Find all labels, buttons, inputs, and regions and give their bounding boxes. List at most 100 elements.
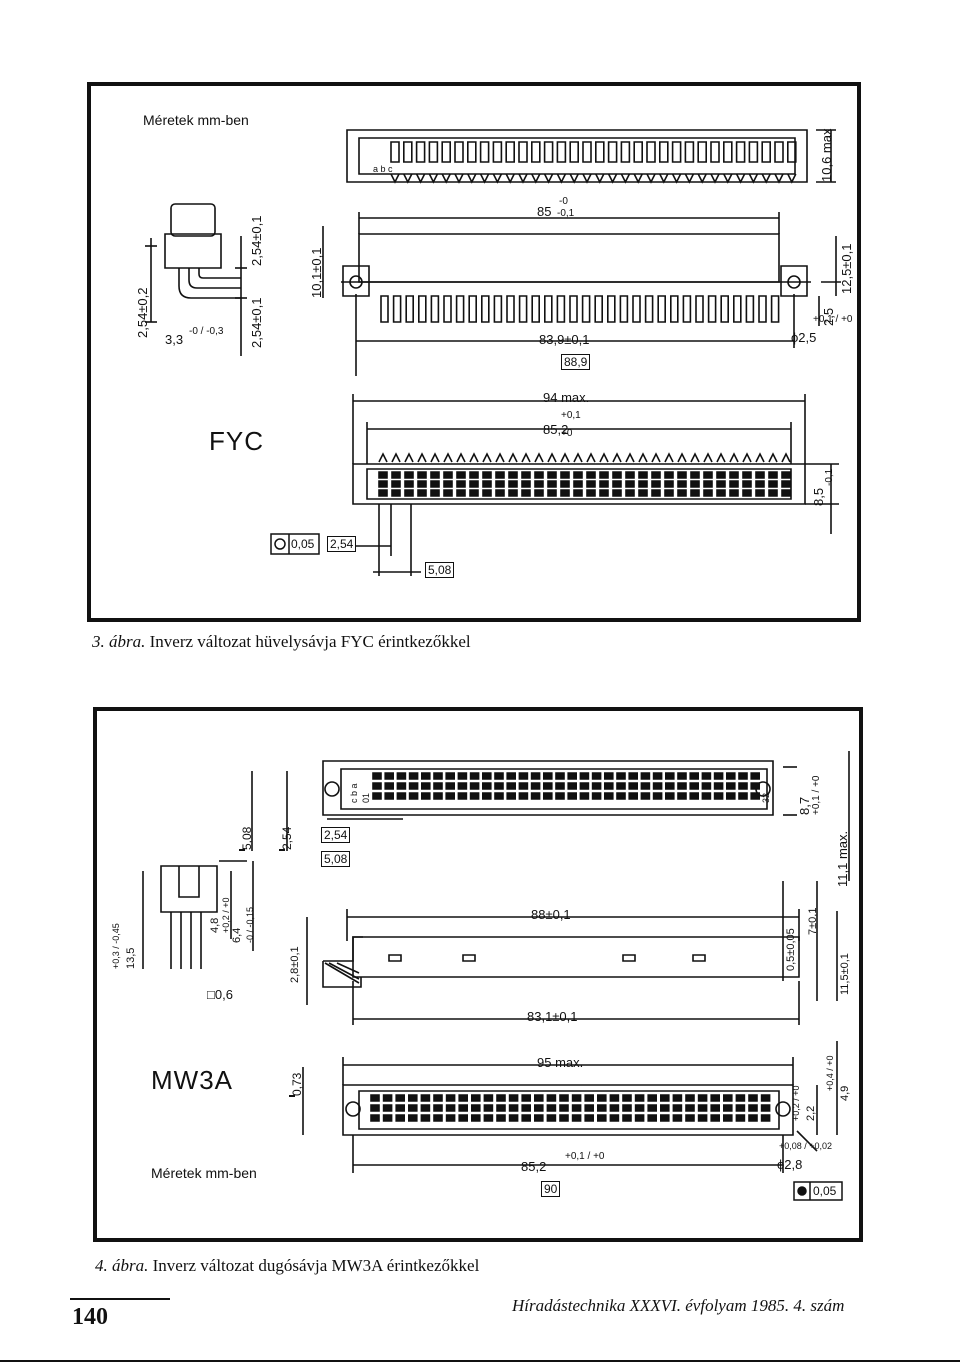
- contact-pad: [522, 1115, 530, 1121]
- contact-hole: [756, 472, 764, 478]
- contact-pad: [739, 783, 747, 789]
- contact-bump: [431, 454, 439, 462]
- contact-pad: [593, 783, 601, 789]
- contact-pad: [702, 773, 710, 779]
- bottom-rule: [0, 1360, 960, 1362]
- contact-hole: [600, 481, 608, 487]
- contact-pad: [459, 1115, 467, 1121]
- comb-tip: [417, 174, 425, 182]
- contact-pad: [535, 1115, 543, 1121]
- contact-hole: [652, 472, 660, 478]
- dim-85-tol: -0,1: [557, 208, 575, 219]
- contact-pad: [605, 773, 613, 779]
- contact-pad: [673, 1115, 681, 1121]
- contact-bump: [509, 454, 517, 462]
- comb-tooth: [634, 142, 642, 162]
- contact-pad: [739, 793, 747, 799]
- comb-tip: [570, 174, 578, 182]
- comb-tooth: [519, 142, 527, 162]
- contact-bump: [405, 454, 413, 462]
- contact-pad: [686, 1095, 694, 1101]
- contact-hole: [652, 490, 660, 496]
- contact-pad: [371, 1115, 379, 1121]
- contact-pad: [636, 1115, 644, 1121]
- contact-bump: [444, 454, 452, 462]
- mid-pin: [570, 296, 577, 322]
- contact-pad: [560, 1095, 568, 1101]
- contact-hole: [704, 472, 712, 478]
- comb-tip: [711, 174, 719, 182]
- contact-pad: [715, 773, 723, 779]
- comb-tip: [442, 174, 450, 182]
- contact-pad: [410, 773, 418, 779]
- contact-hole: [574, 490, 582, 496]
- contact-pad: [459, 1105, 467, 1111]
- contact-hole: [613, 490, 621, 496]
- contact-bump: [652, 454, 660, 462]
- comb-tip: [455, 174, 463, 182]
- comb-tooth: [391, 142, 399, 162]
- dim-4-9-tol: +0,4 / +0: [825, 1055, 835, 1091]
- contact-pad: [585, 1115, 593, 1121]
- contact-pad: [749, 1115, 757, 1121]
- contact-hole: [717, 472, 725, 478]
- contact-hole: [756, 481, 764, 487]
- hole-tol-mw3a: +0,08 / +0,02: [779, 1141, 833, 1151]
- dim-95-max: 95 max.: [537, 1055, 584, 1070]
- side-3-3-tol: -0 / -0,3: [189, 326, 224, 337]
- contact-pad: [535, 1105, 543, 1111]
- mid-pin: [507, 296, 514, 322]
- contact-pad: [385, 773, 393, 779]
- contact-pad: [535, 1095, 543, 1101]
- contact-pad: [762, 1115, 770, 1121]
- contact-pad: [666, 793, 674, 799]
- contact-hole: [457, 472, 465, 478]
- ref-90: 90: [541, 1181, 561, 1197]
- contact-hole: [444, 472, 452, 478]
- contact-hole: [626, 481, 634, 487]
- contact-pad: [409, 1105, 417, 1111]
- comb-tooth: [647, 142, 655, 162]
- contact-pad: [702, 783, 710, 789]
- comb-tip: [391, 174, 399, 182]
- pin-last: 32: [761, 792, 771, 803]
- contact-pad: [532, 783, 540, 789]
- contact-pad: [593, 793, 601, 799]
- contact-pad: [522, 1105, 530, 1111]
- contact-pad: [434, 793, 442, 799]
- dim-8-7: 8,7: [797, 796, 812, 815]
- contact-pad: [385, 793, 393, 799]
- contact-hole: [431, 481, 439, 487]
- pin-first: 01: [361, 792, 371, 803]
- comb-tip: [557, 174, 565, 182]
- contact-pad: [654, 793, 662, 799]
- contact-pad: [598, 1115, 606, 1121]
- contact-pad: [617, 773, 625, 779]
- contact-pad: [371, 1105, 379, 1111]
- contact-pad: [484, 1105, 492, 1111]
- mid-pin: [772, 296, 779, 322]
- contact-pad: [666, 783, 674, 789]
- mid-pin: [734, 296, 741, 322]
- contact-pad: [446, 783, 454, 789]
- mid-pin: [545, 296, 552, 322]
- contact-pad: [715, 793, 723, 799]
- mid-pin: [620, 296, 627, 322]
- comb-tooth: [698, 142, 706, 162]
- contact-pad: [384, 1105, 392, 1111]
- figure-3-text: Inverz változat hüvelysávja FYC érintkez…: [149, 632, 471, 651]
- contact-pad: [678, 773, 686, 779]
- contact-pad: [711, 1105, 719, 1111]
- contact-pad: [397, 793, 405, 799]
- contact-hole: [665, 490, 673, 496]
- contact-pad: [751, 773, 759, 779]
- contact-hole: [704, 490, 712, 496]
- contact-pad: [598, 1095, 606, 1101]
- contact-pad: [459, 1095, 467, 1101]
- comb-tooth: [609, 142, 617, 162]
- contact-pad: [636, 1095, 644, 1101]
- contact-pad: [636, 1105, 644, 1111]
- contact-hole: [652, 481, 660, 487]
- contact-pad: [556, 793, 564, 799]
- contact-hole: [769, 481, 777, 487]
